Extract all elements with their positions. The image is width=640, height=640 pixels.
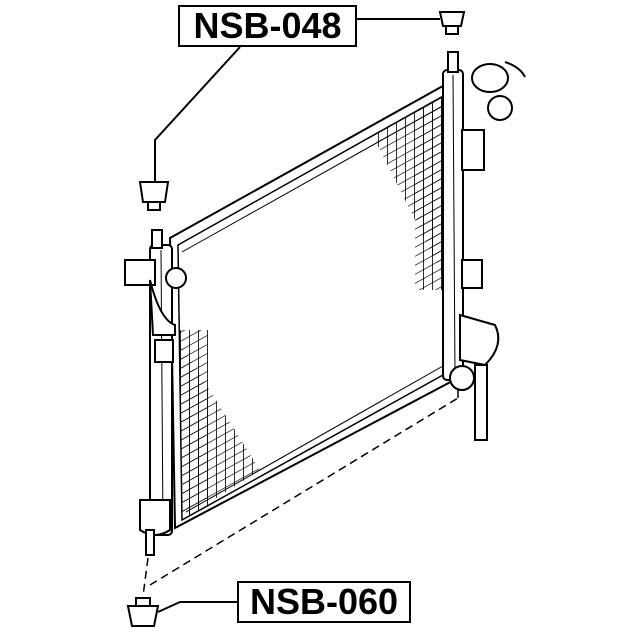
upper-left-bushing [138,181,170,211]
part-label-nsb-048: NSB-048 [178,5,357,47]
leader-lines [154,18,440,613]
part-label-nsb-060: NSB-060 [237,581,411,623]
upper-right-bushing [438,11,466,35]
dashed-guides [142,388,459,597]
left-tank [124,229,187,556]
radiator-core [168,80,460,530]
right-tank [442,51,526,441]
lower-bushing [126,597,160,627]
